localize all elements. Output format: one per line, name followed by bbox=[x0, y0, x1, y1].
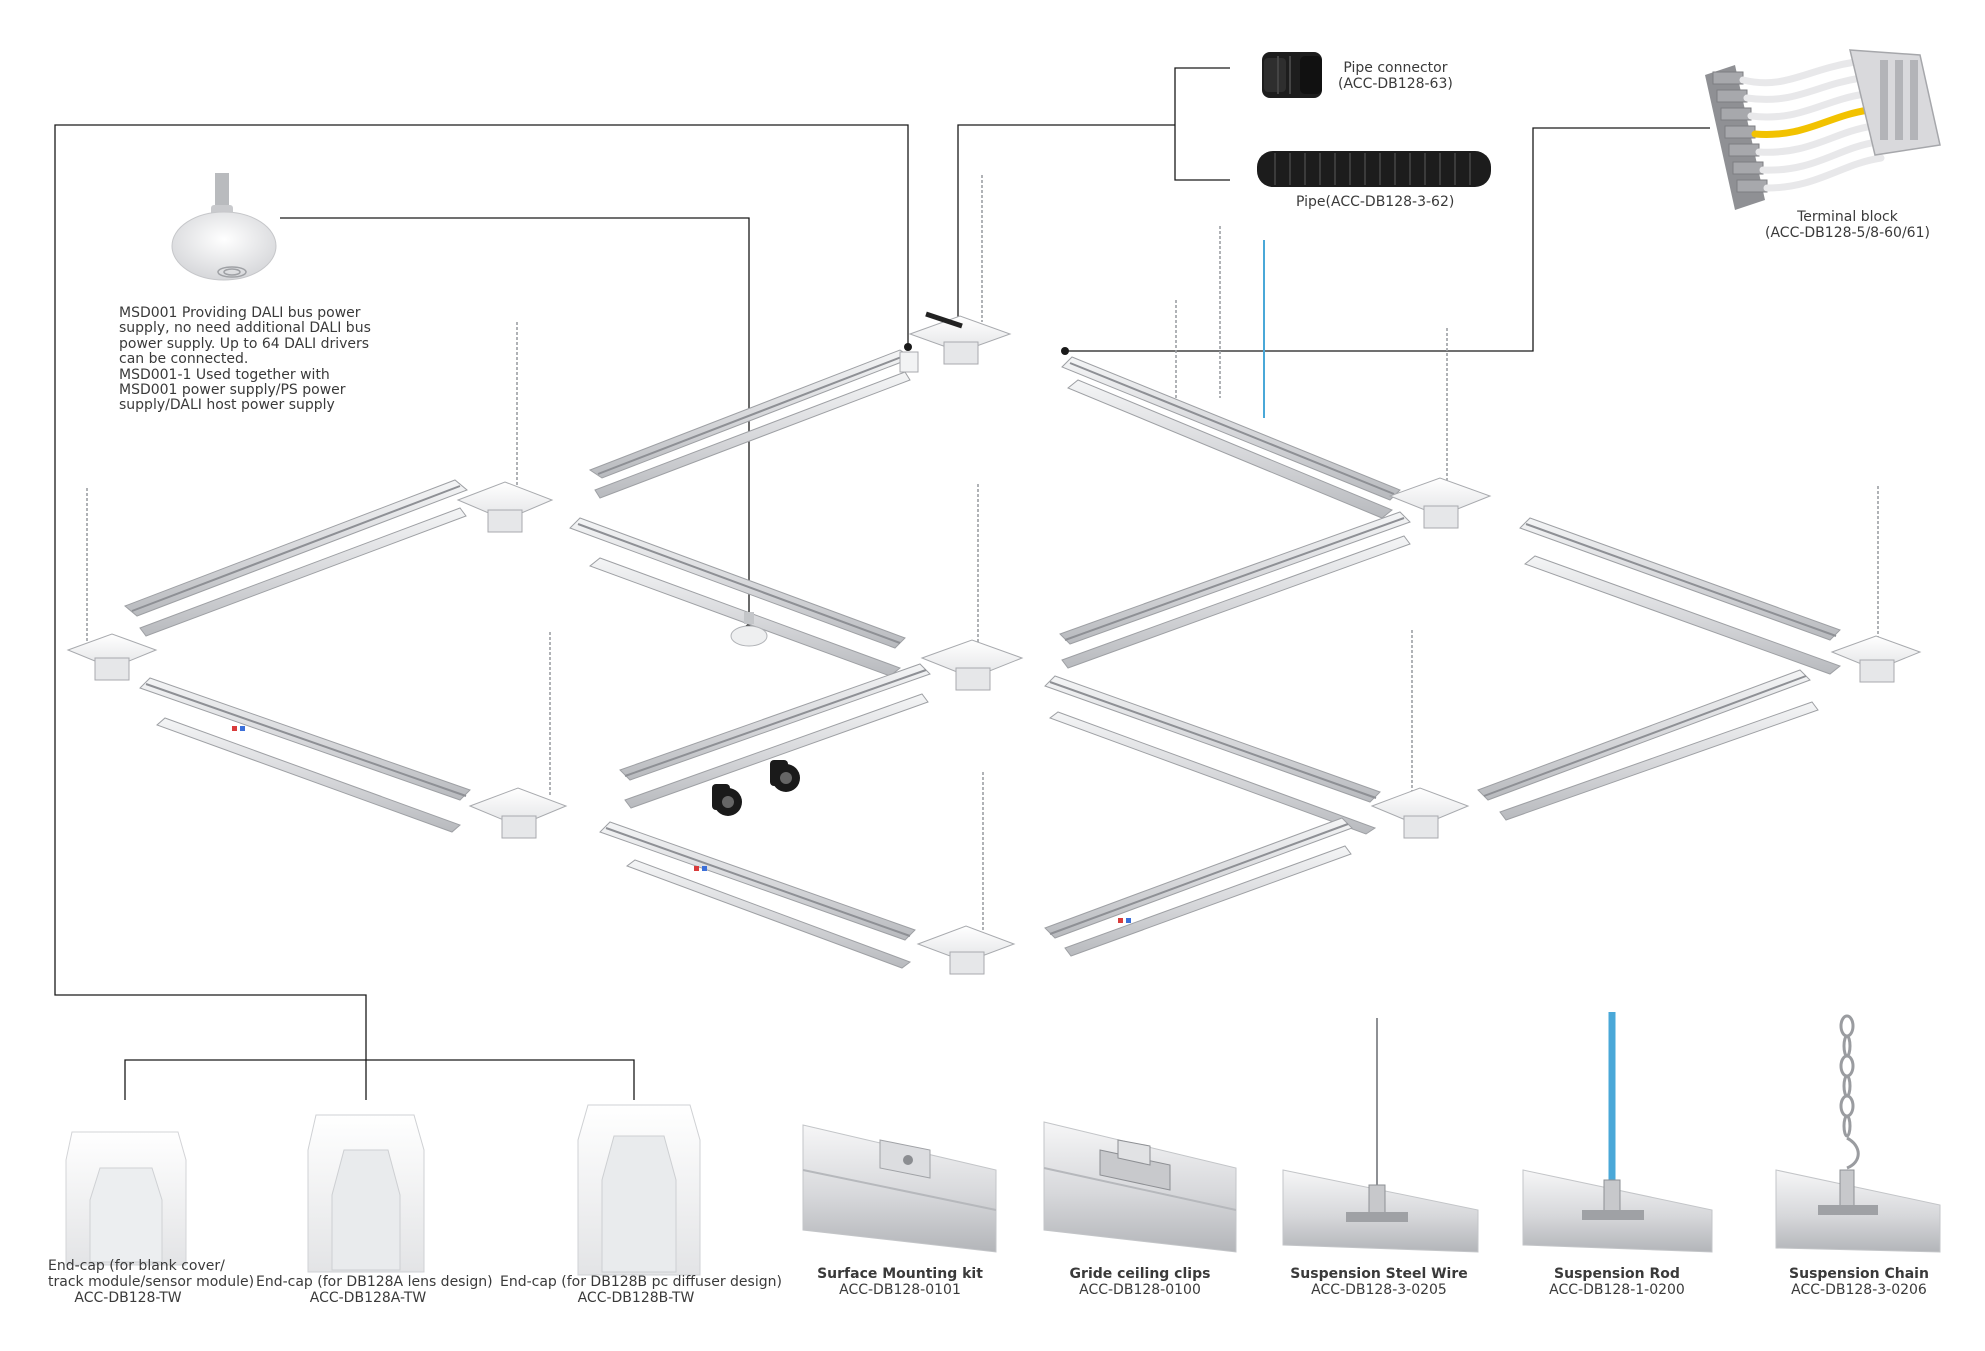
endcap-blank-code: ACC-DB128-TW bbox=[48, 1290, 208, 1306]
suspension-steel-wire-code: ACC-DB128-3-0205 bbox=[1284, 1282, 1474, 1298]
suspension-steel-wire-label: Suspension Steel Wire ACC-DB128-3-0205 bbox=[1284, 1266, 1474, 1298]
sensor-note-line: MSD001-1 Used together with bbox=[119, 368, 379, 383]
pipe-name: Pipe(ACC-DB128-3-62) bbox=[1296, 194, 1454, 210]
grid-ceiling-clips-name: Gride ceiling clips bbox=[1050, 1266, 1230, 1282]
sensor-msd001-image bbox=[172, 173, 276, 280]
grid-ceiling-clips-label: Gride ceiling clips ACC-DB128-0100 bbox=[1050, 1266, 1230, 1298]
sensor-note-line: supply/DALI host power supply bbox=[119, 398, 379, 413]
endcap-blank-image bbox=[66, 1132, 186, 1265]
endcap-diffuser-code: ACC-DB128B-TW bbox=[500, 1290, 772, 1306]
endcap-diffuser-label: End-cap (for DB128B pc diffuser design) … bbox=[500, 1274, 772, 1306]
suspension-steel-wire-name: Suspension Steel Wire bbox=[1284, 1266, 1474, 1282]
surface-mounting-kit-code: ACC-DB128-0101 bbox=[810, 1282, 990, 1298]
pipe-connector-label: Pipe connector (ACC-DB128-63) bbox=[1338, 60, 1453, 92]
suspension-steel-wire-image bbox=[1283, 1018, 1478, 1252]
sensor-note-line: MSD001 Providing DALI bus power bbox=[119, 306, 379, 321]
pipe-connector-name: Pipe connector bbox=[1338, 60, 1453, 76]
leader-endcap-bracket bbox=[125, 1060, 634, 1100]
pipe-image bbox=[1257, 151, 1491, 187]
suspension-chain-image bbox=[1776, 1016, 1940, 1252]
sensor-note-line: supply, no need additional DALI bus bbox=[119, 321, 379, 336]
suspension-rod-name: Suspension Rod bbox=[1522, 1266, 1712, 1282]
pipe-connector-image bbox=[1262, 52, 1322, 98]
suspension-chain-code: ACC-DB128-3-0206 bbox=[1764, 1282, 1954, 1298]
endcap-diffuser-name: End-cap (for DB128B pc diffuser design) bbox=[500, 1274, 772, 1290]
pipe-connector-code: (ACC-DB128-63) bbox=[1338, 76, 1453, 92]
leader-dot-terminal bbox=[1061, 347, 1069, 355]
endcap-lens-image bbox=[308, 1115, 424, 1272]
suspension-rod-image bbox=[1523, 1012, 1712, 1252]
sensor-note-line: MSD001 power supply/PS power bbox=[119, 383, 379, 398]
endcap-lens-name: End-cap (for DB128A lens design) bbox=[256, 1274, 480, 1290]
suspension-chain-name: Suspension Chain bbox=[1764, 1266, 1954, 1282]
terminal-block-label: Terminal block (ACC-DB128-5/8-60/61) bbox=[1765, 209, 1930, 241]
endcap-lens-label: End-cap (for DB128A lens design) ACC-DB1… bbox=[256, 1274, 480, 1306]
grid-ceiling-clips-image bbox=[1044, 1122, 1236, 1252]
leader-pipe-split bbox=[1175, 68, 1230, 180]
sensor-note-line: can be connected. bbox=[119, 352, 379, 367]
endcap-diffuser-image bbox=[578, 1105, 700, 1275]
suspension-rod-code: ACC-DB128-1-0200 bbox=[1522, 1282, 1712, 1298]
endcap-blank-name2: track module/sensor module) bbox=[48, 1274, 208, 1290]
leader-dot-endcap bbox=[904, 343, 912, 351]
terminal-block-image bbox=[1705, 50, 1940, 210]
suspension-chain-label: Suspension Chain ACC-DB128-3-0206 bbox=[1764, 1266, 1954, 1298]
endcap-blank-label: End-cap (for blank cover/ track module/s… bbox=[48, 1258, 208, 1306]
surface-mounting-kit-image bbox=[803, 1125, 996, 1252]
pipe-label: Pipe(ACC-DB128-3-62) bbox=[1296, 194, 1454, 210]
terminal-block-name: Terminal block bbox=[1765, 209, 1930, 225]
grid-ceiling-clips-code: ACC-DB128-0100 bbox=[1050, 1282, 1230, 1298]
surface-mounting-kit-label: Surface Mounting kit ACC-DB128-0101 bbox=[810, 1266, 990, 1298]
sensor-note: MSD001 Providing DALI bus power supply, … bbox=[119, 306, 379, 414]
connector-lines bbox=[55, 68, 1710, 1100]
endcap-blank-name: End-cap (for blank cover/ bbox=[48, 1258, 208, 1274]
surface-mounting-kit-name: Surface Mounting kit bbox=[810, 1266, 990, 1282]
endcap-lens-code: ACC-DB128A-TW bbox=[256, 1290, 480, 1306]
lighting-grid bbox=[68, 175, 1920, 974]
leader-pipe-group bbox=[958, 125, 1175, 320]
suspension-rod-label: Suspension Rod ACC-DB128-1-0200 bbox=[1522, 1266, 1712, 1298]
sensor-note-line: power supply. Up to 64 DALI drivers bbox=[119, 337, 379, 352]
terminal-block-code: (ACC-DB128-5/8-60/61) bbox=[1765, 225, 1930, 241]
